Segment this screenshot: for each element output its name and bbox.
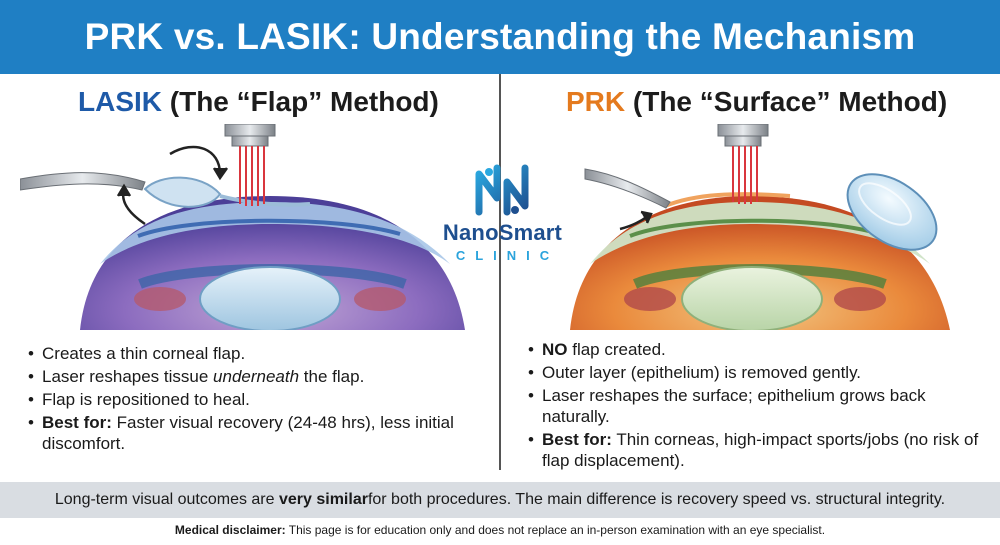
- logo-sub: CLINIC: [455, 248, 560, 263]
- prk-points: NO flap created. Outer layer (epithelium…: [528, 339, 988, 473]
- header-banner: PRK vs. LASIK: Understanding the Mechani…: [0, 0, 1000, 74]
- medical-disclaimer: Medical disclaimer: This page is for edu…: [174, 523, 826, 537]
- column-divider: [499, 74, 501, 470]
- list-item: Best for: Thin corneas, high-impact spor…: [528, 429, 988, 471]
- list-item: Creates a thin corneal flap.: [28, 343, 468, 364]
- summary-banner: Long-term visual outcomes are very simil…: [0, 482, 1000, 518]
- list-item: Outer layer (epithelium) is removed gent…: [528, 362, 988, 383]
- list-item: Best for: Faster visual recovery (24-48 …: [28, 412, 468, 454]
- surgical-instrument-icon: [20, 172, 146, 191]
- contact-lens-icon: [846, 173, 938, 251]
- surgical-instrument-icon: [584, 168, 671, 209]
- prk-title-rest: (The “Surface” Method): [625, 86, 948, 117]
- laser-device-icon: [717, 124, 769, 204]
- prk-eye-illustration: [570, 124, 950, 330]
- list-item: Flap is repositioned to heal.: [28, 389, 468, 410]
- lasik-title-rest: (The “Flap” Method): [162, 86, 439, 117]
- rotation-arrow-icon: [116, 145, 229, 226]
- lasik-title: LASIK (The “Flap” Method): [78, 86, 439, 118]
- prk-title: PRK (The “Surface” Method): [566, 86, 947, 118]
- logo-brand: NanoSmart: [442, 220, 563, 245]
- list-item: Laser reshapes the surface; epithelium g…: [528, 385, 988, 427]
- lasik-points: Creates a thin corneal flap. Laser resha…: [28, 343, 468, 456]
- list-item: Laser reshapes tissue underneath the fla…: [28, 366, 468, 387]
- rotation-arrow-icon: [619, 210, 653, 231]
- laser-device-icon: [224, 124, 276, 206]
- nanosmart-logo-icon: [475, 164, 529, 216]
- list-item: NO flap created.: [528, 339, 988, 360]
- nanosmart-logo: NanoSmart CLINIC: [420, 160, 585, 270]
- lasik-title-main: LASIK: [78, 86, 162, 117]
- page-title: PRK vs. LASIK: Understanding the Mechani…: [84, 16, 916, 57]
- lasik-eye-illustration: [20, 124, 465, 330]
- prk-title-main: PRK: [566, 86, 626, 117]
